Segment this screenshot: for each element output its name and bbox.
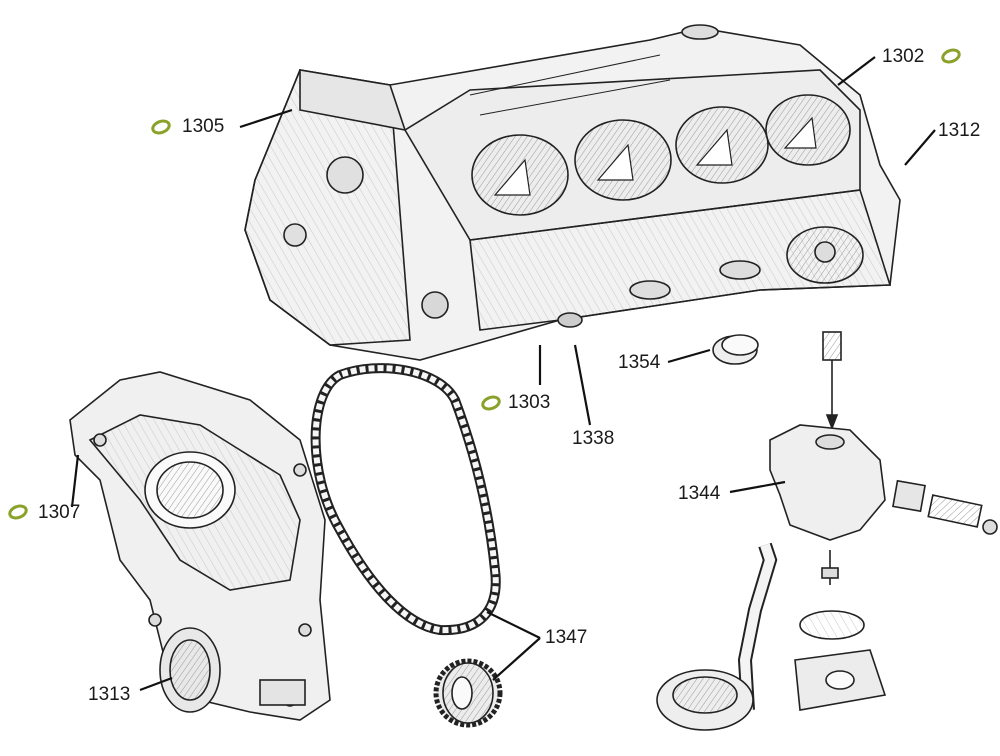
part-label-1302: 1302 xyxy=(882,46,925,67)
part-label-1347: 1347 xyxy=(545,627,588,648)
part-label-1312: 1312 xyxy=(938,120,981,141)
part-label-1303: 1303 xyxy=(508,392,551,413)
oil-pump-drawing xyxy=(656,331,998,731)
part-label-1313: 1313 xyxy=(88,684,131,705)
part-label-1338: 1338 xyxy=(572,428,615,449)
timing-chain-drawing xyxy=(310,363,501,636)
leader-lines xyxy=(70,56,936,692)
gasket-icon xyxy=(481,395,501,411)
part-label-1307: 1307 xyxy=(38,502,81,523)
timing-cover-drawing xyxy=(69,371,331,721)
part-label-1305: 1305 xyxy=(182,116,225,137)
gasket-icon xyxy=(941,48,961,64)
gasket-icon xyxy=(151,119,171,135)
part-label-1344: 1344 xyxy=(678,483,721,504)
part-label-1354: 1354 xyxy=(618,352,661,373)
crank-sprocket-drawing xyxy=(433,658,503,728)
cup-plug-drawing xyxy=(712,334,759,365)
engine-block-drawing xyxy=(244,24,901,361)
gasket-icon xyxy=(8,504,28,520)
